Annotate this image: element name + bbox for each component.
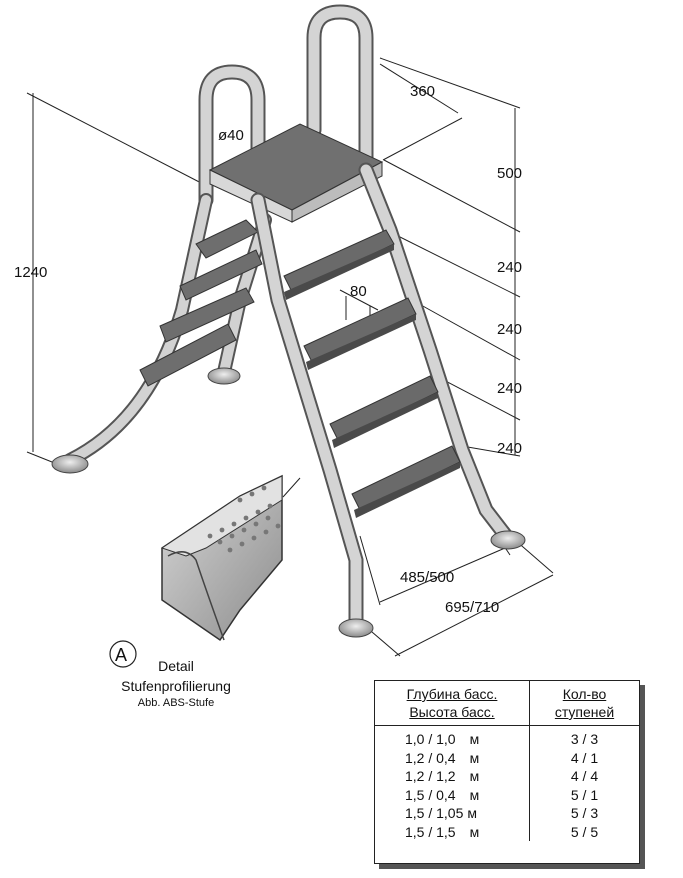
cell-unit: м [469,749,480,766]
ladder-back-frame [63,4,374,467]
dimension-step-spacing-4: 240 [497,440,522,457]
dimension-tube-diameter: ø40 [218,127,244,144]
step [303,297,417,363]
foot-pad [51,454,89,474]
dimension-top-width: 360 [410,83,435,100]
detail-marker-circle [109,640,137,668]
cell-unit: м [469,731,480,747]
cell-unit: м [467,805,478,821]
dimension-step-spacing-3: 240 [497,380,522,397]
cell-steps: 4 / 4 [570,768,599,784]
step-detail-illustration [160,474,283,642]
cell-unit: м [469,786,480,803]
cell-sizes: 1,5 / 0,4 [405,786,456,803]
foot-pad [338,618,374,638]
cell-steps: 3 / 3 [570,731,599,747]
cell-sizes: 1,2 / 0,4 [405,749,456,766]
header-depth-line2: Высота басс. [409,704,495,720]
top-platform [208,123,384,223]
dimension-foot-spacing-outer: 695/710 [445,599,499,616]
table-header-steps: Кол-во ступеней [529,681,639,726]
dimension-step-spacing-2: 240 [497,321,522,338]
table-row: 1,5 / 1,5 м 5 / 5 [375,822,639,841]
cell-steps: 5 / 1 [570,786,599,803]
header-steps-line2: ступеней [554,704,615,720]
cell-steps: 4 / 1 [570,749,599,766]
table-row: 1,0 / 1,0 м 3 / 3 [375,725,639,749]
table-row: 1,5 / 0,4 м 5 / 1 [375,785,639,804]
dimension-handrail-height: 500 [497,165,522,182]
cell-sizes: 1,0 / 1,0 [405,731,456,747]
detail-caption: Abb. ABS-Stufe [138,697,214,709]
dimension-total-height: 1240 [14,264,47,281]
dimension-step-spacing-1: 240 [497,259,522,276]
detail-subtitle: Stufenprofilierung [121,678,231,694]
cell-steps: 5 / 5 [570,823,599,840]
step [329,375,439,441]
step [283,229,395,293]
dimension-foot-spacing-inner: 485/500 [400,569,454,586]
cell-sizes: 1,5 / 1,05 [405,805,464,821]
foot-pad [207,367,241,385]
ladder-feet [51,367,526,638]
detail-marker: A [115,645,127,665]
detail-title: Detail [158,658,194,674]
foot-pad [490,530,526,550]
cell-sizes: 1,5 / 1,5 [405,823,456,840]
cell-steps: 5 / 3 [570,805,599,821]
cell-unit: м [469,823,480,840]
header-depth-line1: Глубина басс. [406,686,498,702]
cell-unit: м [469,768,480,784]
table-row: 1,2 / 1,2 м 4 / 4 [375,767,639,786]
dimension-step-depth: 80 [350,283,367,300]
table-header-depth: Глубина басс. Высота басс. [375,681,530,726]
step [351,445,461,511]
ladder-front-frame [250,162,514,628]
pool-depth-table: Глубина басс. Высота басс. Кол-во ступен… [374,680,640,864]
cell-sizes: 1,2 / 1,2 [405,768,456,784]
header-steps-line1: Кол-во [562,686,607,702]
table-row: 1,2 / 0,4 м 4 / 1 [375,748,639,767]
